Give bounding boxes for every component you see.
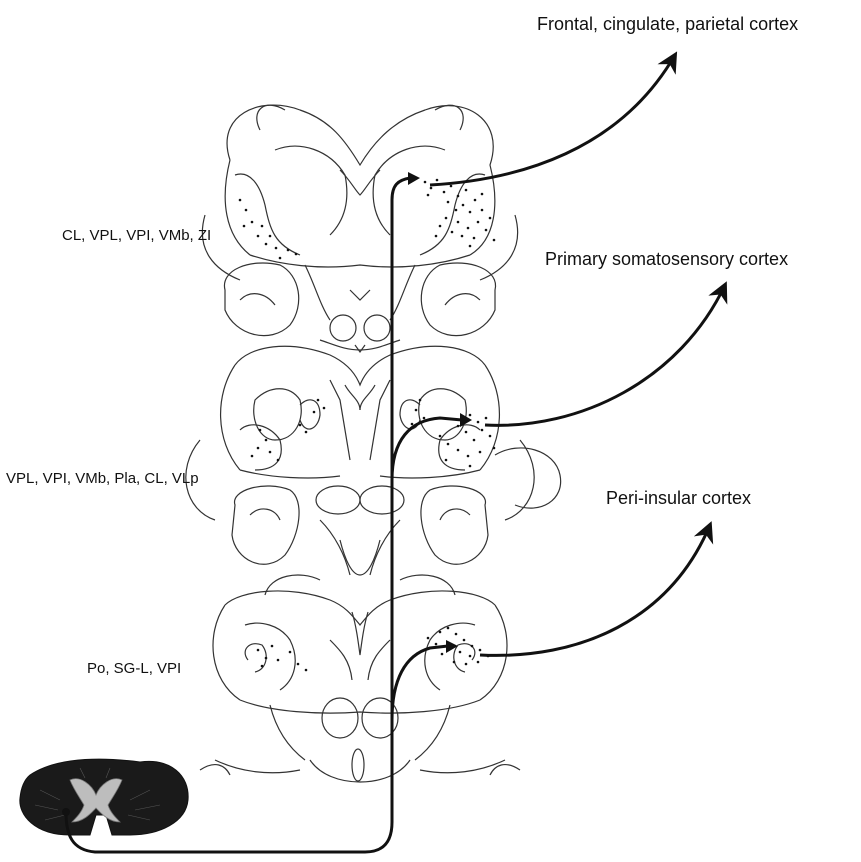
label-peri-insular-cortex: Peri-insular cortex [606, 488, 751, 509]
spinal-cord-section [20, 759, 188, 835]
branch-to-middle-thalamus [392, 418, 462, 480]
label-nuclei-lower: Po, SG-L, VPI [87, 660, 181, 677]
brain-section-middle [186, 346, 561, 575]
projection-insular-cortex [480, 525, 710, 655]
branch-to-lower-thalamus [392, 646, 448, 720]
neuron-stipple-lower [257, 627, 490, 672]
spinal-cord-origin-dot [62, 808, 70, 816]
arrow-head-upper-terminal [408, 172, 420, 185]
label-frontal-cingulate-parietal-cortex: Frontal, cingulate, parietal cortex [537, 14, 798, 35]
arrow-head-lower-terminal [446, 640, 458, 653]
projection-somatosensory-cortex [485, 285, 725, 425]
ascending-pathway [66, 178, 462, 852]
brain-section-lower [200, 575, 520, 782]
label-primary-somatosensory-cortex: Primary somatosensory cortex [545, 249, 788, 270]
label-nuclei-middle: VPL, VPI, VMb, Pla, CL, VLp [6, 470, 199, 487]
brain-section-upper [202, 105, 517, 352]
projection-frontal-cortex [430, 55, 675, 185]
terminal-arrowheads [408, 172, 472, 653]
neuron-stipple-upper [239, 179, 496, 260]
label-nuclei-upper: CL, VPL, VPI, VMb, ZI [62, 227, 211, 244]
